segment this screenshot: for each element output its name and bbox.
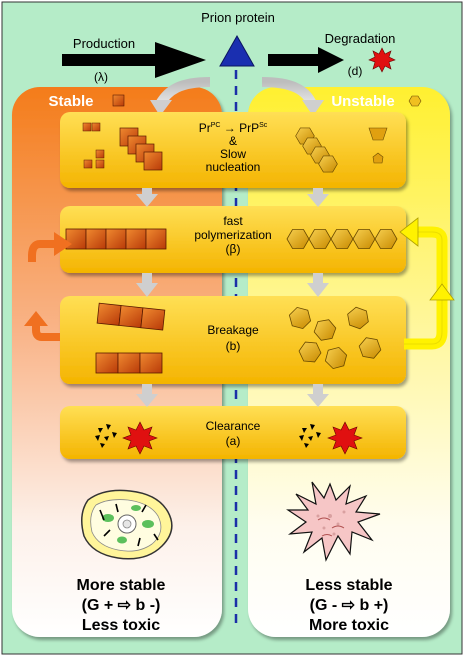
orange-loop-arrow-poly-head xyxy=(54,232,72,256)
stable-summary-line2: (G + ⇨ b -) xyxy=(81,597,161,614)
unstable-cup-monomer xyxy=(368,127,388,141)
unstable-summary-line1: Less stable xyxy=(305,577,393,594)
unstable-cell-illustration xyxy=(286,481,381,562)
nucleation-line1: PrPC → PrPSc xyxy=(198,121,268,135)
clearance-stable-debris xyxy=(95,424,117,448)
stable-title: Stable xyxy=(48,93,94,110)
nucleation-line2: & xyxy=(228,134,237,148)
unstable-hex-icon xyxy=(408,95,422,107)
nucleation-stable-nucleus xyxy=(119,127,163,171)
unstable-summary: Less stable (G - ⇨ b +) More toxic xyxy=(252,576,446,636)
prion-triangle-icon xyxy=(219,34,255,67)
production-label: Production xyxy=(72,36,136,51)
nucleation-line3: Slow xyxy=(219,147,246,161)
breakage-line2: (b) xyxy=(225,339,241,353)
yellow-loop-arrow-head-top xyxy=(399,217,419,247)
breakage-line1: Breakage xyxy=(207,323,259,337)
clearance-line1: Clearance xyxy=(205,419,261,433)
unstable-summary-line2: (G - ⇨ b +) xyxy=(309,597,389,614)
degradation-burst-icon xyxy=(368,47,396,73)
clearance-unstable-debris xyxy=(299,424,321,448)
clearance-unstable-burst-icon xyxy=(327,421,363,455)
unstable-title: Unstable xyxy=(331,93,395,110)
clearance-stable-burst-icon xyxy=(122,421,158,455)
grey-down-arrows xyxy=(136,188,329,407)
stage-polymerization-label: fast polymerization (β) xyxy=(168,214,298,256)
production-rate-label: (λ) xyxy=(94,70,108,84)
orange-loop-arrow-break xyxy=(32,326,60,341)
unstable-summary-line3: More toxic xyxy=(308,617,389,634)
polymerization-line3: (β) xyxy=(225,242,241,256)
stable-summary-line1: More stable xyxy=(76,577,166,594)
stable-cell-illustration xyxy=(81,489,173,560)
stable-block-icon xyxy=(112,94,125,107)
stage-clearance-label: Clearance (a) xyxy=(168,419,298,449)
grey-curve-arrow-left-head xyxy=(150,100,172,116)
breakage-stable-fragment-2 xyxy=(95,352,163,374)
production-arrow xyxy=(62,42,206,78)
degradation-label: Degradation xyxy=(324,31,396,46)
breakage-stable-fragment-1 xyxy=(96,302,166,331)
stable-summary-line3: Less toxic xyxy=(81,617,161,634)
polymer-stable xyxy=(65,228,167,250)
stage-breakage-label: Breakage (b) xyxy=(168,322,298,354)
polymer-unstable xyxy=(286,229,398,249)
polymerization-line1: fast xyxy=(223,214,243,228)
stable-summary: More stable (G + ⇨ b -) Less toxic xyxy=(26,576,216,636)
prion-protein-label: Prion protein xyxy=(201,10,275,25)
grey-curve-arrow-right-head xyxy=(302,100,324,116)
stage-polymerization-box xyxy=(60,206,406,273)
orange-loop-arrow-poly xyxy=(28,240,64,262)
unstable-pentagon-monomer xyxy=(372,152,384,164)
clearance-line2: (a) xyxy=(225,434,241,448)
polymerization-line2: polymerization xyxy=(194,228,272,242)
stage-nucleation-label: PrPC → PrPSc & Slow nucleation xyxy=(168,119,298,174)
degradation-arrow xyxy=(268,47,344,73)
nucleation-line4: nucleation xyxy=(205,160,261,174)
yellow-loop-arrow-head-mid xyxy=(429,283,455,301)
orange-loop-arrow-break-head xyxy=(24,311,48,326)
degradation-rate-label: (d) xyxy=(347,64,363,78)
nucleation-stable-monomers xyxy=(82,122,105,169)
